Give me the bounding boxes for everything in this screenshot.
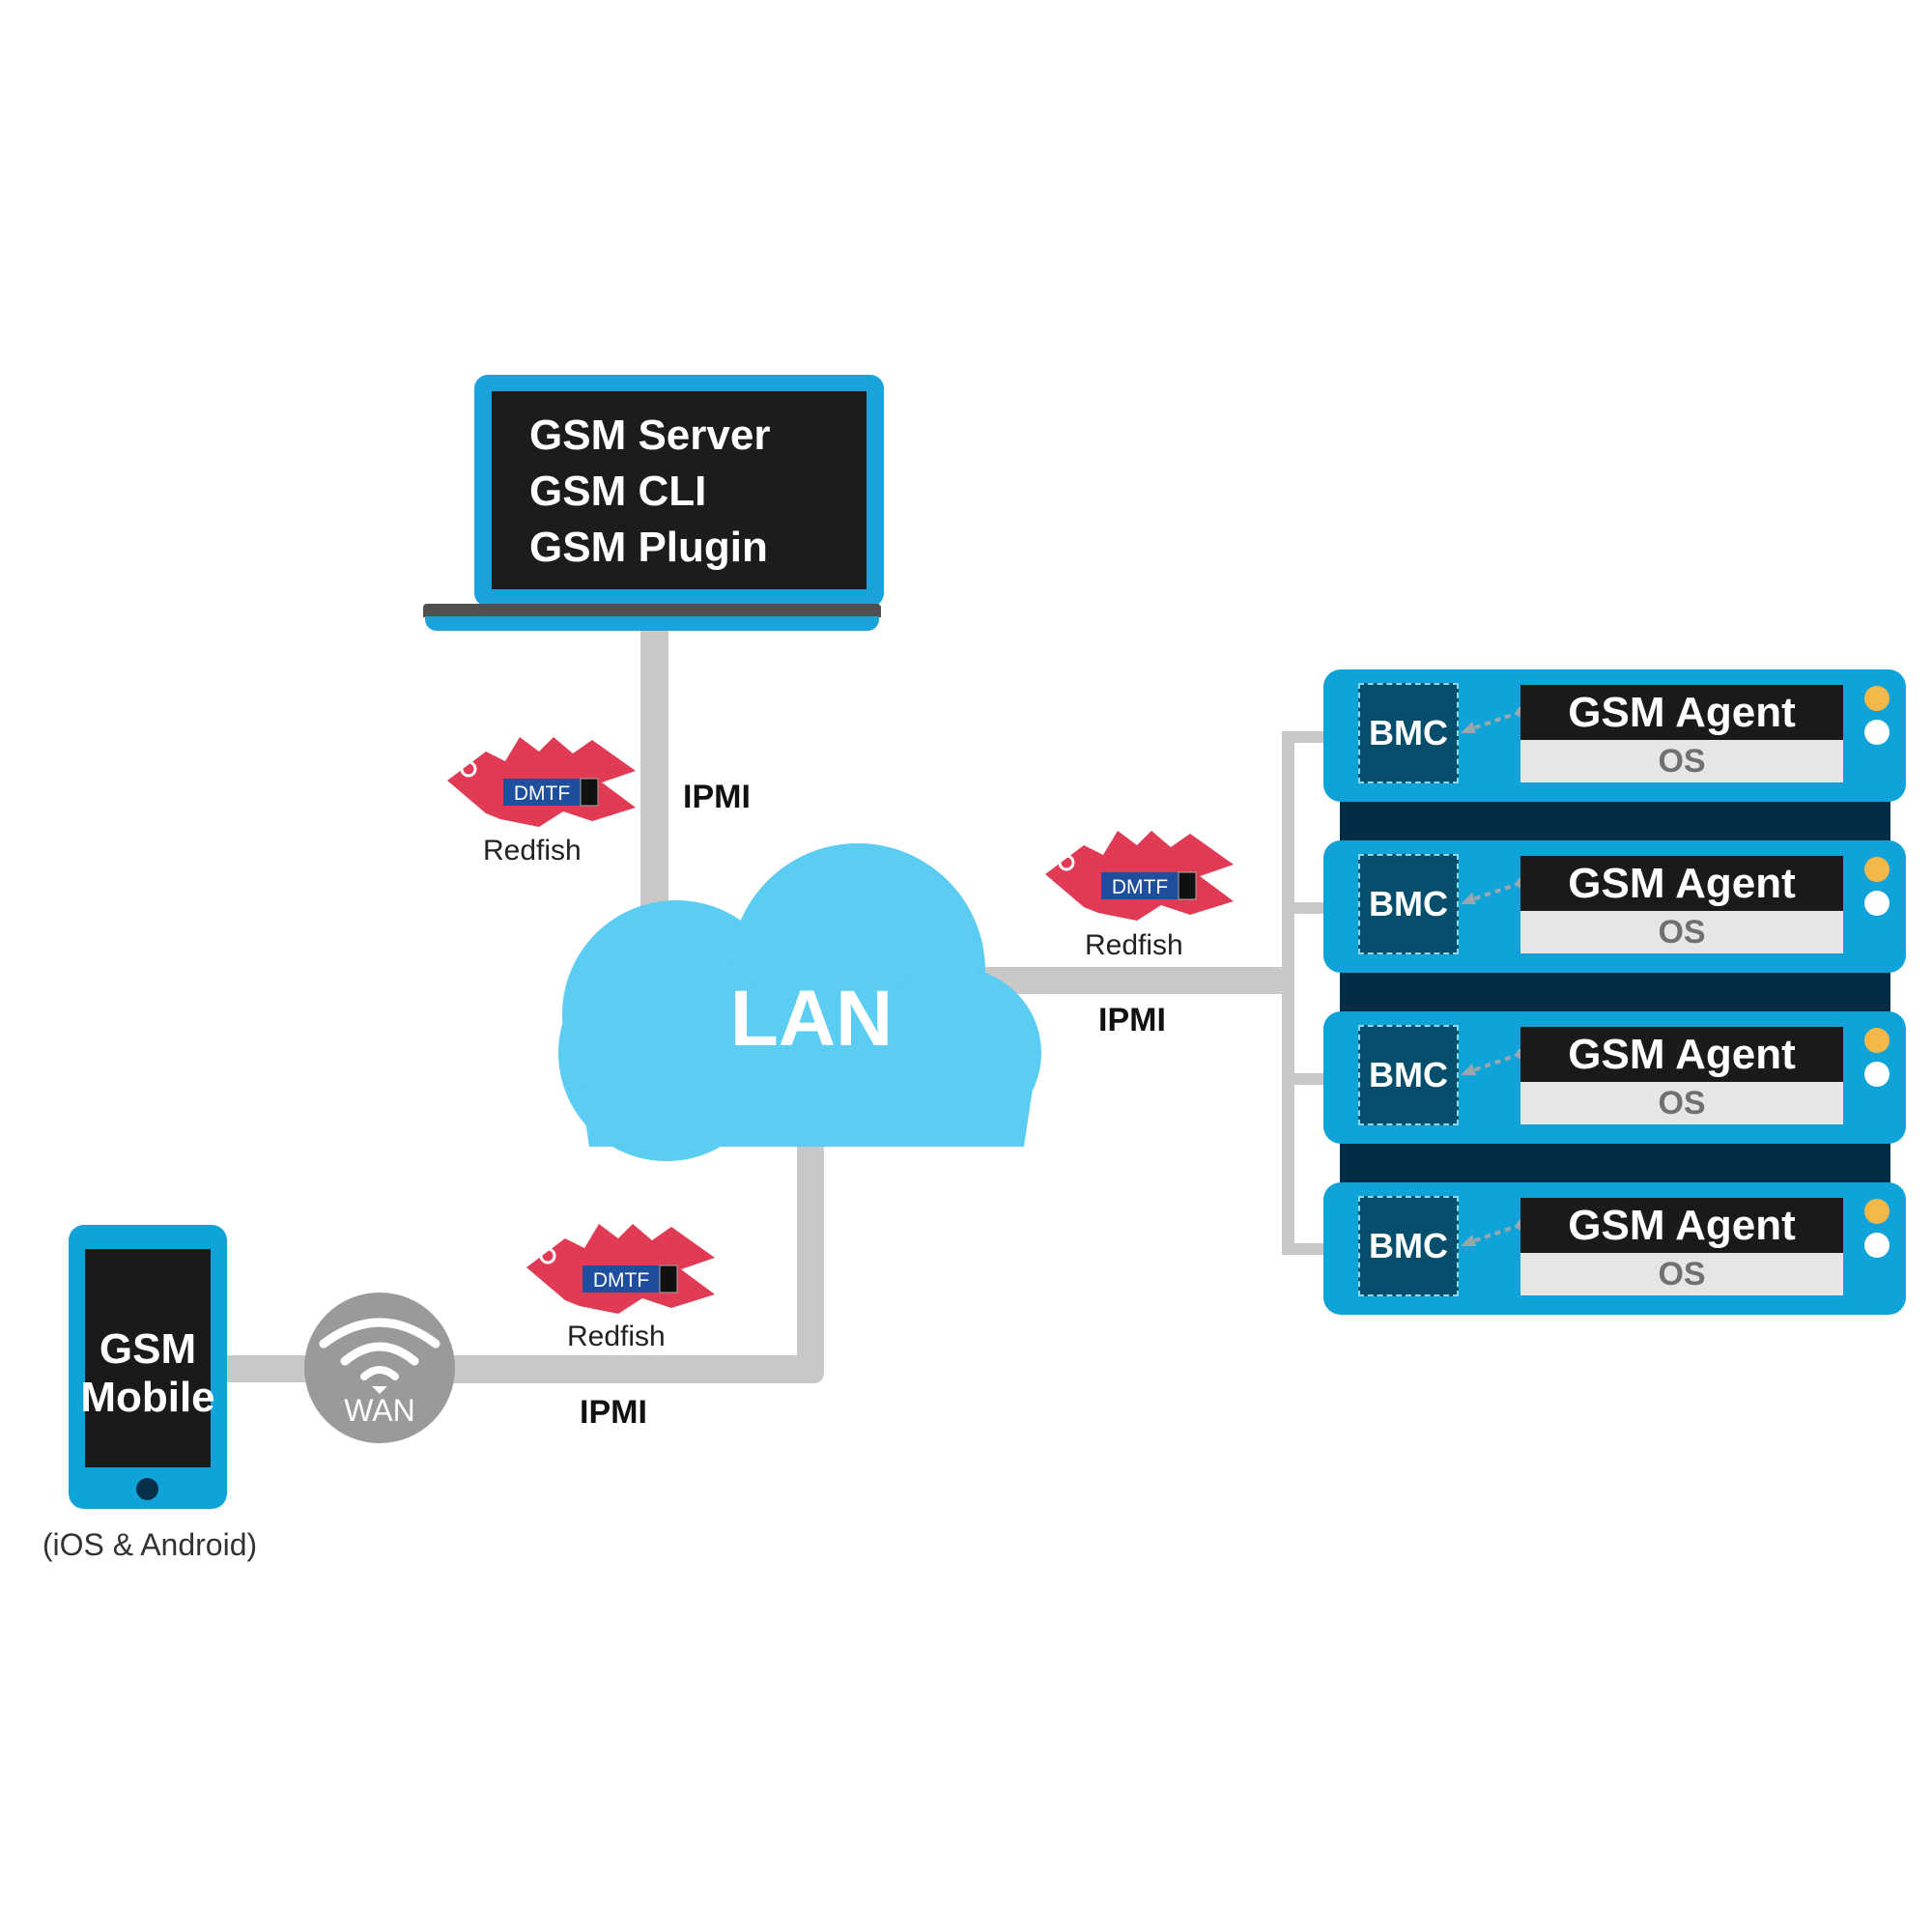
status-led-white: [1864, 1062, 1889, 1087]
connector-lan-servers: [966, 967, 1294, 994]
os-label: OS: [1520, 1082, 1843, 1124]
mobile-app-label: GSM Mobile: [68, 1325, 228, 1422]
status-led-yellow: [1864, 686, 1889, 711]
server-unit-4[interactable]: BMC GSM Agent OS: [1323, 1182, 1906, 1315]
laptop-base: [425, 616, 879, 631]
status-led-yellow: [1864, 857, 1889, 882]
bmc-box: BMC: [1358, 683, 1459, 783]
dmtf-text: DMTF: [1112, 876, 1168, 898]
agent-label: GSM Agent: [1520, 856, 1843, 911]
status-led-white: [1864, 1233, 1889, 1258]
laptop-apps: GSM Server GSM CLI GSM Plugin: [529, 408, 770, 576]
laptop-line-cli: GSM CLI: [529, 468, 707, 515]
os-label: OS: [1520, 740, 1843, 782]
lan-label: LAN: [729, 975, 894, 1063]
ipmi-label-right: IPMI: [1098, 1002, 1166, 1038]
dmtf-text: DMTF: [514, 782, 570, 805]
lan-cloud: [558, 843, 1041, 1161]
server-bus: [1282, 731, 1294, 1253]
status-led-yellow: [1864, 1028, 1889, 1053]
redfish-label-right: Redfish: [1085, 929, 1183, 961]
bmc-box: BMC: [1358, 1025, 1459, 1125]
rack-separator-2: [1340, 969, 1890, 1015]
agent-label: GSM Agent: [1520, 685, 1843, 740]
server-unit-1[interactable]: BMC GSM Agent OS: [1323, 669, 1906, 802]
agent-label: GSM Agent: [1520, 1027, 1843, 1082]
bmc-box: BMC: [1358, 854, 1459, 954]
mobile-screen: [85, 1249, 211, 1467]
bmc-label: BMC: [1369, 713, 1448, 753]
laptop-keyboard-edge: [423, 604, 881, 617]
rack-separator-1: [1340, 798, 1890, 842]
ipmi-label-bottom: IPMI: [580, 1394, 647, 1431]
redfish-logo-top: DMTF: [447, 737, 636, 827]
mobile-line-1: GSM: [99, 1325, 197, 1373]
laptop-line-server: GSM Server: [529, 412, 771, 459]
wifi-icon: [319, 1318, 440, 1394]
connector-wan-mobile: [222, 1355, 319, 1382]
bmc-agent-link-icon: [1461, 1048, 1526, 1075]
laptop-line-plugin: GSM Plugin: [529, 524, 768, 571]
mobile-platforms: (iOS & Android): [42, 1527, 258, 1562]
bmc-box: BMC: [1358, 1196, 1459, 1296]
redfish-logo-bottom: DMTF: [526, 1224, 715, 1314]
home-button-icon: [136, 1478, 158, 1500]
status-led-yellow: [1864, 1199, 1889, 1224]
wan-label: WAN: [344, 1393, 415, 1428]
bmc-agent-link-icon: [1461, 877, 1526, 904]
bmc-label: BMC: [1369, 1055, 1448, 1094]
bmc-label: BMC: [1369, 884, 1448, 923]
os-label: OS: [1520, 1253, 1843, 1295]
server-unit-3[interactable]: BMC GSM Agent OS: [1323, 1011, 1906, 1144]
mobile-line-2: Mobile: [80, 1374, 215, 1421]
bmc-agent-link-icon: [1461, 1219, 1526, 1246]
redfish-label-top: Redfish: [483, 835, 582, 867]
dmtf-text: DMTF: [593, 1269, 649, 1292]
redfish-label-bottom: Redfish: [567, 1321, 666, 1352]
redfish-logo-right: DMTF: [1045, 831, 1234, 921]
ipmi-label-top: IPMI: [683, 779, 751, 815]
bmc-agent-link-icon: [1461, 706, 1526, 733]
connector-lan-wan: [425, 1111, 824, 1383]
status-led-white: [1864, 720, 1889, 745]
server-unit-2[interactable]: BMC GSM Agent OS: [1323, 840, 1906, 973]
status-led-white: [1864, 891, 1889, 916]
laptop-display: [492, 391, 867, 589]
rack-separator-3: [1340, 1140, 1890, 1186]
agent-label: GSM Agent: [1520, 1198, 1843, 1253]
os-label: OS: [1520, 911, 1843, 953]
bmc-label: BMC: [1369, 1226, 1448, 1265]
